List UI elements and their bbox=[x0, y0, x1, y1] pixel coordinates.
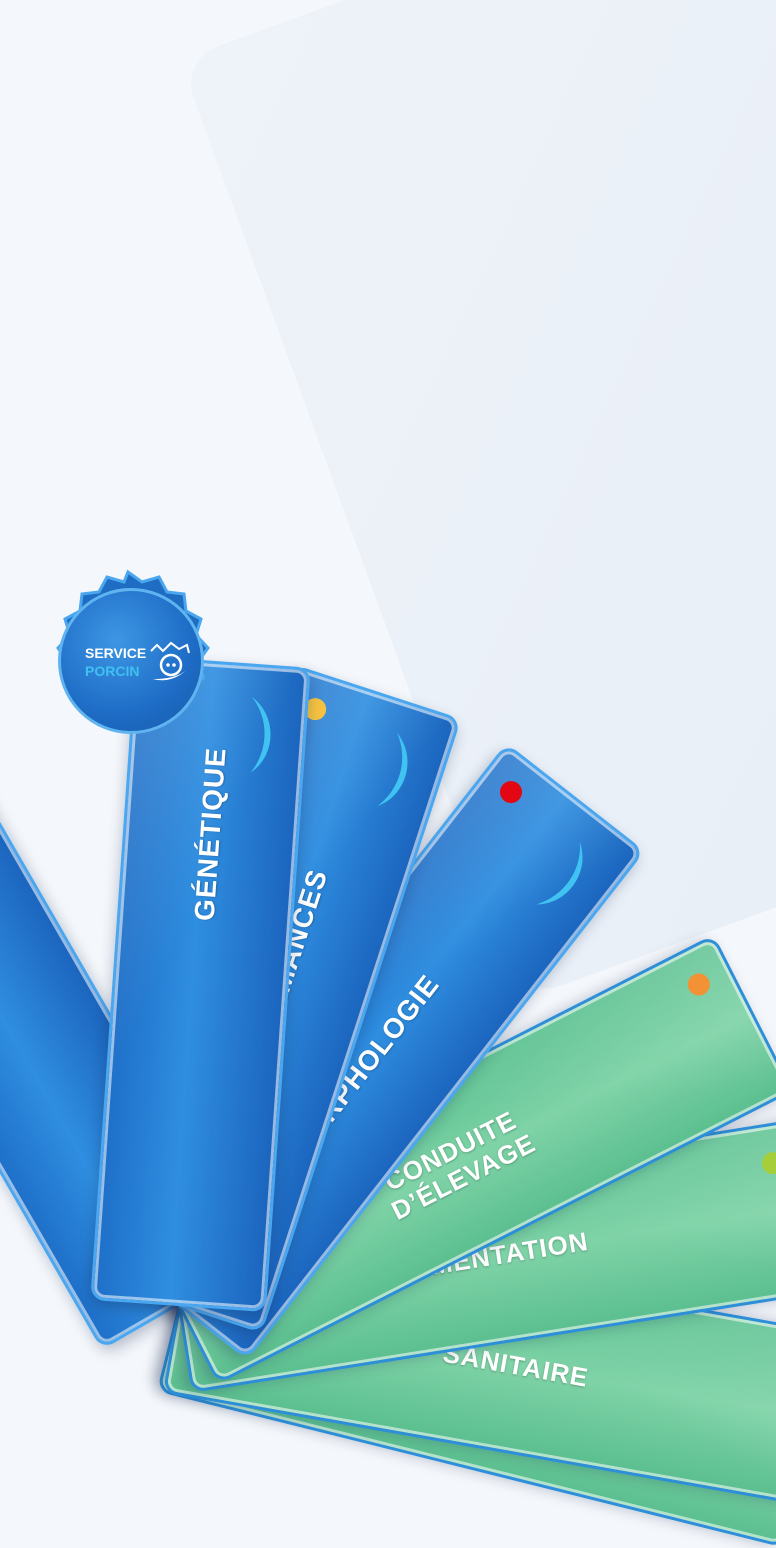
seal-disc: SERVICE PORCIN bbox=[58, 588, 204, 734]
card-performances[interactable]: PERFORMANCES bbox=[94, 664, 462, 1334]
seal-line1: SERVICE bbox=[85, 645, 147, 661]
swoosh-icon bbox=[377, 732, 408, 807]
fan-menu: SANITAIRE ALIMENTATION CONDUITE D’ÉLEVAG… bbox=[0, 568, 776, 1548]
pig-icon bbox=[150, 641, 190, 681]
service-porcin-seal[interactable]: SERVICE PORCIN bbox=[38, 568, 218, 748]
card-morphologie[interactable]: MORPHOLOGIE bbox=[108, 742, 646, 1361]
swoosh-icon bbox=[250, 696, 271, 773]
seal-line2: PORCIN bbox=[85, 663, 140, 679]
card-genetique[interactable]: GÉNÉTIQUE bbox=[90, 655, 311, 1313]
swoosh-icon bbox=[536, 842, 583, 905]
